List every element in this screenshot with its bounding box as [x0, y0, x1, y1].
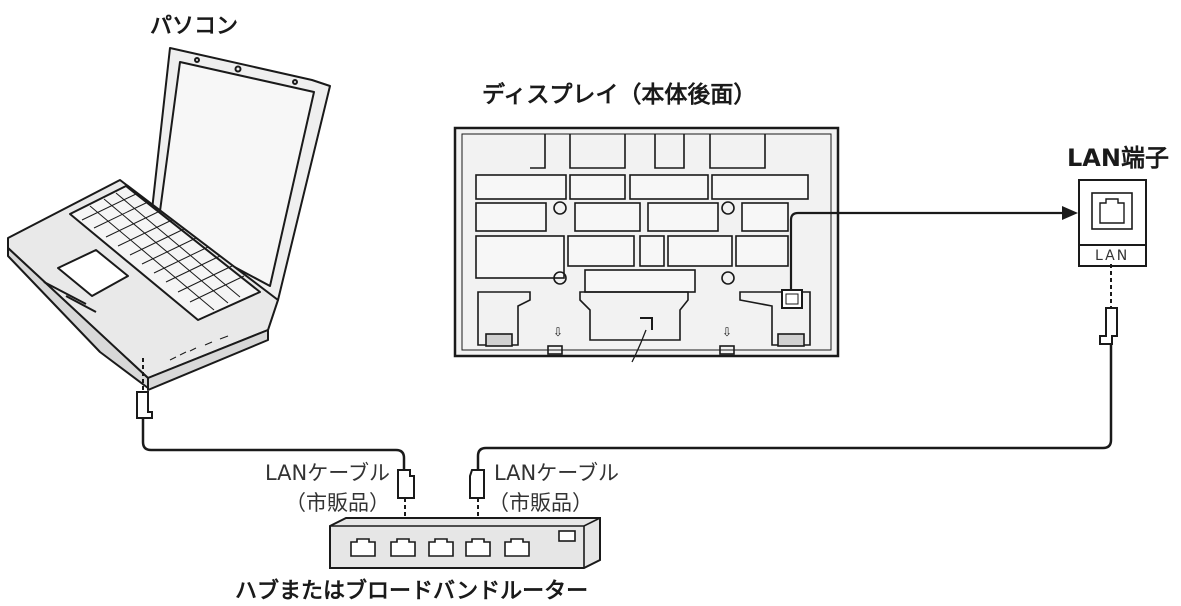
hub-label: ハブまたはブロードバンドルーター: [235, 579, 589, 604]
laptop-icon: [7, 47, 331, 391]
cable-left-name: LANケーブル: [265, 461, 390, 485]
display-label: ディスプレイ（本体後面）: [482, 82, 757, 108]
lan-port-label: LAN: [1095, 248, 1130, 264]
display-rear-icon: ⇩ ⇩: [453, 126, 840, 363]
laptop-lan-cable: [136, 358, 406, 470]
cable-right-name: LANケーブル: [494, 461, 619, 485]
hub-cable-plugs: [397, 469, 485, 538]
computer-label: パソコン: [150, 14, 239, 39]
lan-terminal-label: LAN端子: [1067, 144, 1169, 172]
hub-icon: [329, 517, 601, 569]
cable-left-label: LANケーブル （市販品）: [230, 458, 390, 518]
cable-left-note: （市販品）: [285, 491, 390, 515]
svg-text:⇩: ⇩: [722, 325, 732, 339]
svg-text:⇩: ⇩: [553, 325, 563, 339]
rj45-plug-icon: [136, 391, 153, 419]
lan-jack-icon: [1078, 179, 1147, 267]
lan-terminal-cable: [476, 264, 1118, 470]
display-to-lan-arrow: [789, 206, 1078, 290]
cable-right-note: （市販品）: [488, 491, 593, 515]
rj45-plug-icon: [1099, 307, 1118, 345]
cable-right-label: LANケーブル （市販品）: [488, 458, 619, 518]
